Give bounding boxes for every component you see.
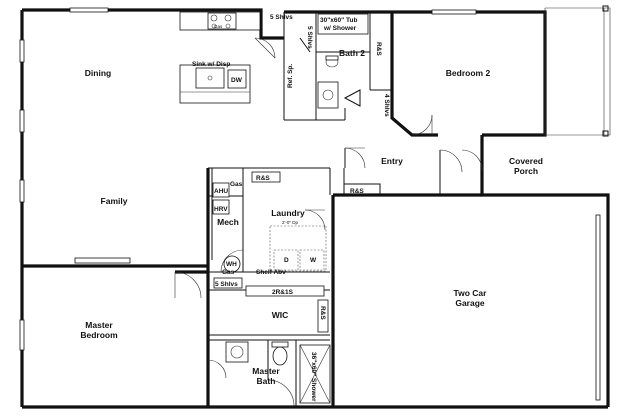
rs-bath2-label: R&S [375, 42, 382, 56]
door-swings [174, 37, 483, 407]
window-left-3 [19, 179, 25, 203]
tub-label: 30"x60" Tub [320, 17, 358, 24]
room-covered-porch-1: Covered [509, 156, 543, 166]
room-wic: WIC [272, 310, 289, 320]
room-entry: Entry [381, 156, 403, 166]
gas-wh-label: Gas [222, 269, 235, 276]
laundry-note: 2'-0" Dp [282, 220, 298, 225]
room-laundry: Laundry [271, 208, 305, 218]
rs-wic-side-label: R&S [319, 306, 326, 320]
sink-label: Sink w/ Disp [192, 61, 230, 68]
room-master-bedroom-1: Master [85, 320, 113, 330]
shelves-top-label: 5 Shlvs [270, 14, 293, 21]
room-covered-porch-2: Porch [514, 166, 538, 176]
wh-label: WH [226, 261, 237, 268]
room-garage-2: Garage [455, 298, 485, 308]
window-dining-top [69, 7, 109, 13]
room-master-bath-1: Master [252, 366, 280, 376]
washer-label: W [310, 257, 317, 264]
ref-sp-label: Ref. Sp. [287, 64, 294, 88]
gas-kitchen-label: Gas [214, 24, 223, 29]
window-left-4 [19, 319, 25, 351]
window-left-1 [19, 39, 25, 63]
window-family-bottom [74, 257, 131, 264]
shelves-4-label: 4 Shlvs [383, 94, 390, 117]
mech-laundry-fixtures: AHU Gas HRV WH Gas R&S D W Shelf Abv 2'-… [212, 171, 327, 276]
gas-mech-label: Gas [230, 181, 243, 188]
room-bath-2: Bath 2 [339, 48, 365, 58]
room-dining: Dining [85, 68, 111, 78]
window-left-2 [19, 109, 25, 133]
tub-shower-label: w/ Shower [323, 25, 357, 32]
room-bedroom-2: Bedroom 2 [446, 68, 491, 78]
bath-2-fixtures: 30"x60" Tub w/ Shower 5 Shlvs 5 Shlvs Re… [270, 13, 390, 117]
dishwasher-label: DW [231, 77, 243, 84]
room-family: Family [101, 196, 128, 206]
shower-label: 36"x60" Shower [310, 352, 317, 402]
room-mech: Mech [217, 217, 239, 227]
hrv-label: HRV [214, 206, 228, 213]
interior-walls [22, 12, 441, 407]
wic-fixtures: 5 Shlvs 2R&1S R&S [213, 277, 329, 333]
shelves-side-label: 5 Shlvs [306, 26, 313, 49]
master-bath-fixtures: 36"x60" Shower [225, 341, 331, 404]
dryer-label: D [284, 257, 289, 264]
rs-2-wic-label: 2R&1S [272, 289, 294, 296]
rs-mech-label: R&S [256, 175, 270, 182]
kitchen: Gas DW Sink w/ Disp [179, 11, 261, 104]
covered-porch-structure [544, 5, 611, 137]
water-heater [223, 255, 241, 273]
window-garage-right [595, 214, 601, 401]
room-garage-1: Two Car [454, 288, 488, 298]
ahu-label: AHU [214, 188, 228, 195]
rs-entry-label: R&S [350, 188, 364, 195]
shelf-abv-label: Shelf Abv [256, 269, 286, 276]
room-master-bedroom-2: Bedroom [80, 330, 118, 340]
shelves-wic-label: 5 Shlvs [215, 281, 238, 288]
window-bedroom2-top [431, 9, 477, 15]
room-master-bath-2: Bath [257, 376, 276, 386]
